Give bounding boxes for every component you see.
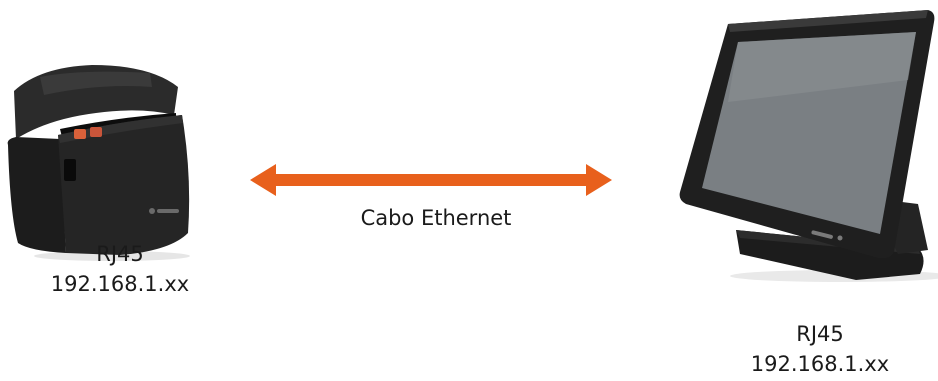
arrow-head-left [250, 164, 612, 196]
terminal-port-label: RJ45 [796, 322, 844, 346]
terminal-ip-label: 192.168.1.xx [750, 352, 890, 376]
pos-terminal-image [679, 10, 938, 282]
ethernet-cable-arrow [250, 164, 612, 196]
thermal-printer-image [7, 65, 190, 261]
printer-port-label: RJ45 [96, 242, 144, 266]
connection-label: Cabo Ethernet [360, 206, 512, 230]
printer-ip-label: 192.168.1.xx [50, 272, 190, 296]
